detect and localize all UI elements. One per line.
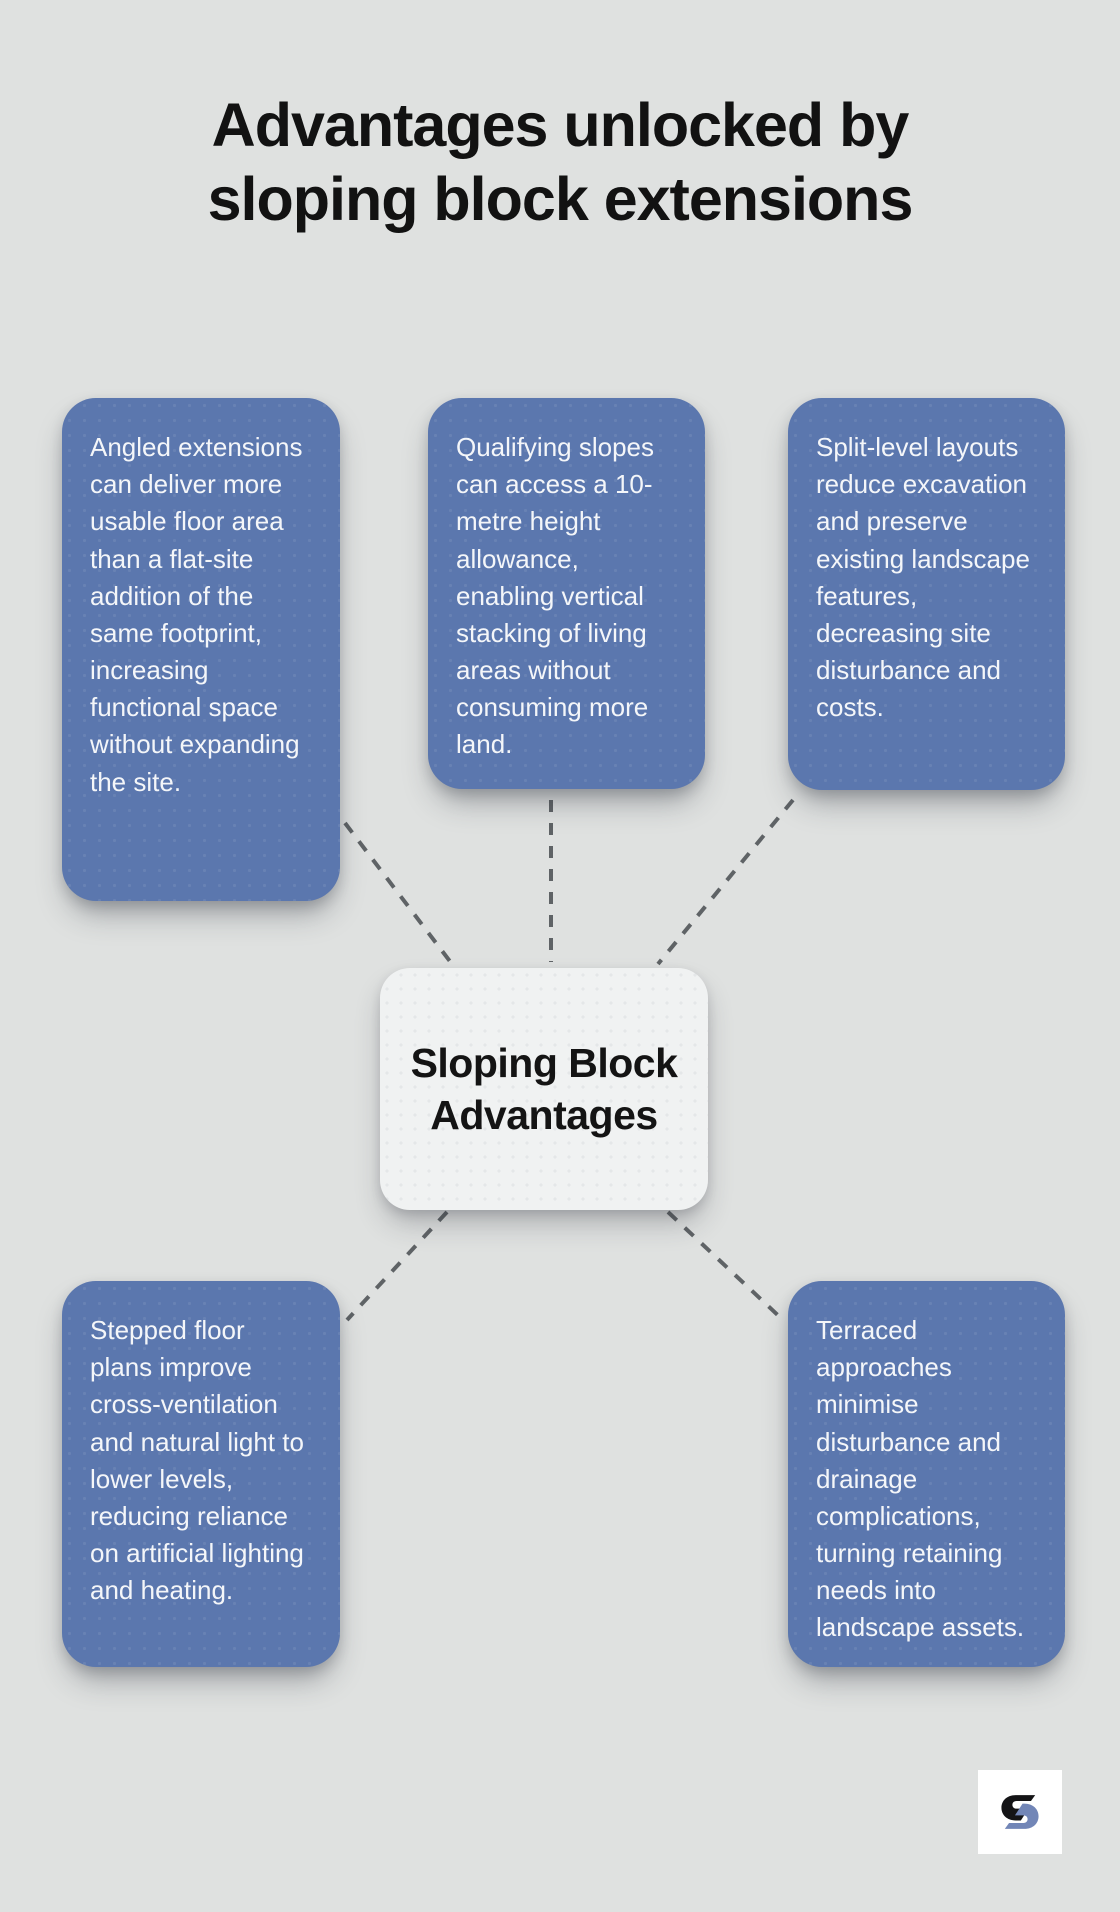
advantage-text: Terraced approaches minimise disturbance…	[816, 1315, 1025, 1643]
brand-logo	[978, 1770, 1062, 1854]
advantage-card-top-left: Angled extensions can deliver more usabl…	[62, 398, 340, 901]
advantage-card-bottom-left: Stepped floor plans improve cross-ventil…	[62, 1281, 340, 1667]
advantage-text: Angled extensions can deliver more usabl…	[90, 432, 303, 797]
page-title: Advantages unlocked by sloping block ext…	[207, 91, 914, 234]
advantage-card-top-middle: Qualifying slopes can access a 10-metre …	[428, 398, 705, 789]
central-topic-node: Sloping Block Advantages	[380, 968, 708, 1210]
s-monogram-icon	[1001, 1795, 1039, 1829]
advantage-text: Stepped floor plans improve cross-ventil…	[90, 1315, 304, 1606]
connector-top-right	[656, 798, 795, 966]
connector-top-left	[343, 821, 454, 966]
advantage-text: Split-level layouts reduce excavation an…	[816, 432, 1030, 723]
title-wrap: Advantages unlocked by sloping block ext…	[0, 88, 1120, 237]
advantage-card-bottom-right: Terraced approaches minimise disturbance…	[788, 1281, 1065, 1667]
connector-bottom-left	[345, 1210, 449, 1322]
central-topic-label: Sloping Block Advantages	[410, 1039, 678, 1138]
advantage-card-top-right: Split-level layouts reduce excavation an…	[788, 398, 1065, 790]
advantage-text: Qualifying slopes can access a 10-metre …	[456, 432, 654, 760]
connector-bottom-right	[666, 1210, 785, 1322]
